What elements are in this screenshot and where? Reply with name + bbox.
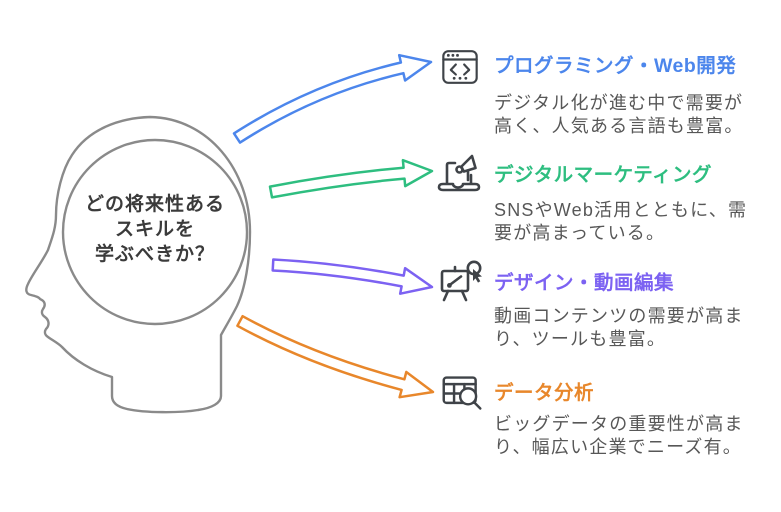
table-search-icon: [442, 376, 482, 410]
item-desc-line: 動画コンテンツの需要が高ま: [494, 306, 744, 326]
item-title-data-analysis: データ分析: [494, 382, 595, 404]
item-desc-line: り、幅広い企業でニーズ有。: [494, 437, 742, 457]
arrow-to-programming-web: [232, 53, 433, 144]
item-desc-line: デジタル化が進む中で需要が: [494, 93, 744, 113]
head-question: どの将来性ある スキルを 学ぶべきか？: [65, 192, 245, 267]
item-title-programming-web: プログラミング・Web開発: [494, 55, 737, 77]
head-question-line-1: どの将来性ある: [84, 194, 225, 215]
design-easel-icon: [440, 260, 482, 302]
code-window-icon: [442, 50, 478, 84]
brain-circle: [61, 138, 249, 326]
item-desc-line: ビッグデータの重要性が高ま: [494, 414, 744, 434]
arrow-to-digital-marketing: [268, 158, 434, 199]
item-desc-line: SNSやWeb活用とともに、需: [494, 200, 748, 220]
arrow-to-design-video: [271, 258, 434, 295]
item-desc-digital-marketing: SNSやWeb活用とともに、需 要が高まっている。: [494, 199, 747, 245]
item-desc-data-analysis: ビッグデータの重要性が高ま り、幅広い企業でニーズ有。: [494, 413, 744, 459]
head-silhouette: [25, 115, 252, 414]
arrow-to-data-analysis: [236, 314, 435, 399]
item-title-design-video: デザイン・動画編集: [494, 272, 675, 294]
head-question-line-2: スキルを: [114, 219, 195, 240]
laptop-megaphone-icon: [437, 154, 481, 192]
item-desc-programming-web: デジタル化が進む中で需要が 高く、人気ある言語も豊富。: [494, 92, 744, 138]
head-question-line-3: 学ぶべきか？: [94, 244, 215, 265]
item-desc-line: 高く、人気ある言語も豊富。: [494, 116, 744, 136]
item-desc-line: 要が高まっている。: [494, 223, 666, 243]
item-title-digital-marketing: デジタルマーケティング: [494, 164, 713, 186]
item-desc-design-video: 動画コンテンツの需要が高ま り、ツールも豊富。: [494, 305, 744, 351]
item-desc-line: り、ツールも豊富。: [494, 329, 667, 349]
